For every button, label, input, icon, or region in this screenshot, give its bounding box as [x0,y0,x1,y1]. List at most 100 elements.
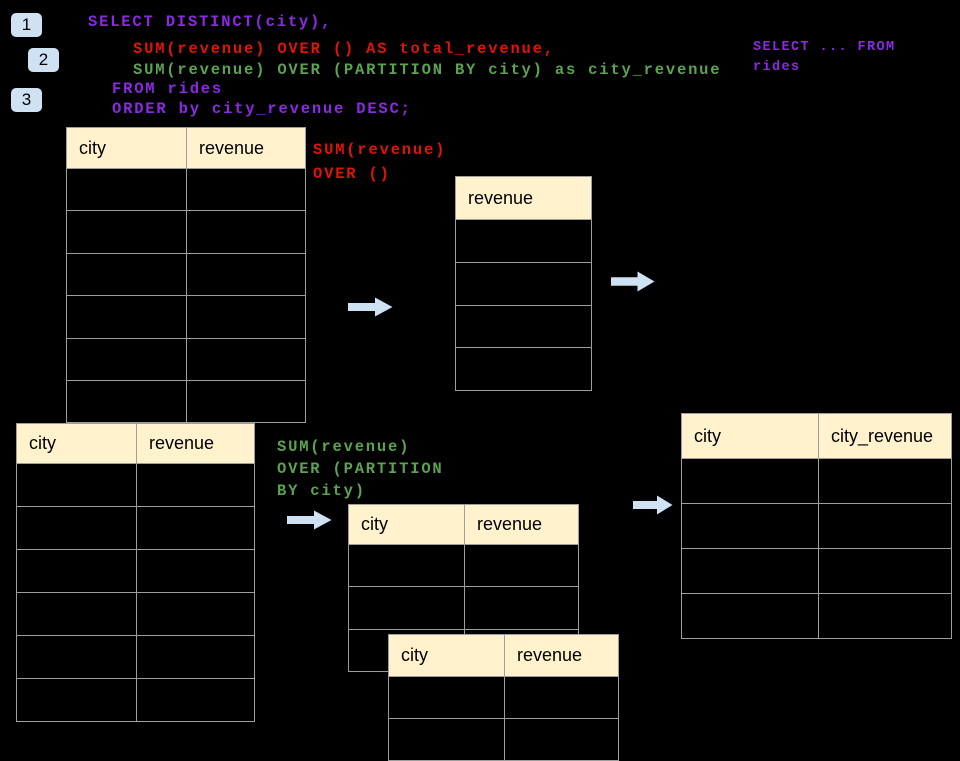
table-source-city-revenue-bottom: city revenue [16,423,255,722]
table-cell [682,459,818,503]
sql-line: ORDER by city_revenue DESC; [112,100,412,118]
table-row [682,458,951,503]
note-sum-over-total: SUM(revenue) OVER () [313,138,446,186]
table-cell [67,169,186,210]
note-line: OVER (PARTITION [277,460,444,478]
table-header-row: city city_revenue [682,414,951,458]
table-cell [349,545,464,586]
table-row [17,549,254,592]
table-cell [349,587,464,628]
note-line: rides [753,60,801,75]
table-cell [682,549,818,593]
table-row [67,252,305,296]
table-cell [186,338,305,380]
table-header-row: city revenue [389,635,618,676]
table-cell [136,593,254,635]
table-cell [818,594,951,638]
table-total-revenue-result: revenue [455,176,592,392]
step-badge-2: 2 [28,48,59,72]
table-cell [186,380,305,423]
step-badge-1: 1 [11,13,42,37]
table-row [682,548,951,593]
arrow-right-icon [611,271,655,292]
table-row [67,210,305,253]
table-cell [456,306,591,348]
table-cell [136,507,254,549]
table-cell [17,636,136,678]
table-row [349,544,578,587]
table-cell [464,545,578,587]
note-line: SUM(revenue) [277,438,411,456]
column-header: city_revenue [818,414,951,458]
table-cell [17,507,136,549]
table-row [67,295,305,338]
table-cell [17,550,136,592]
table-cell [186,211,305,253]
note-line: BY city) [277,482,366,500]
side-note-select-from-rides: SELECT ... FROM rides [753,38,896,78]
table-cell [456,348,591,390]
note-line: SELECT ... FROM [753,40,896,55]
table-header-row: revenue [456,177,591,219]
note-sum-over-partition: SUM(revenue) OVER (PARTITION BY city) [277,436,444,502]
column-header: revenue [186,128,305,168]
table-row [456,347,591,390]
table-cell [17,593,136,635]
table-cell [67,211,186,252]
table-row [67,379,305,423]
column-header: revenue [504,635,618,676]
column-header: city [29,433,56,453]
table-cell [67,339,186,380]
table-cell [464,587,578,629]
column-header: revenue [464,505,578,544]
note-line: OVER () [313,165,391,183]
table-row [456,219,591,262]
column-header: revenue [136,424,254,463]
table-cell [504,719,618,760]
column-header: city [694,425,721,446]
table-cell [389,677,504,718]
table-row [682,593,951,638]
table-header-row: city revenue [349,505,578,544]
table-partition-group-2: city revenue [388,634,619,761]
column-header: city [401,645,428,665]
table-cell [456,263,591,305]
table-row [67,168,305,211]
table-cell [67,254,186,295]
table-row [389,676,618,718]
table-city-revenue-result: city city_revenue [681,413,952,639]
table-cell [818,459,951,503]
table-row [389,718,618,760]
table-row [17,592,254,635]
column-header: city [361,514,388,534]
table-cell [186,253,305,296]
table-cell [17,679,136,721]
table-cell [682,504,818,548]
table-cell [456,220,591,262]
table-cell [818,504,951,548]
table-row [456,261,591,305]
table-cell [389,719,504,760]
table-row [682,503,951,548]
column-header: revenue [468,187,534,208]
table-row [17,678,254,721]
table-cell [682,594,818,638]
table-row [17,463,254,506]
table-cell [136,550,254,592]
table-cell [136,636,254,678]
table-cell [504,677,618,718]
table-cell [136,464,254,506]
arrow-right-icon [348,297,393,317]
arrow-right-icon [633,495,673,515]
table-row [67,337,305,380]
table-cell [67,381,186,422]
note-line: SUM(revenue) [313,141,447,159]
table-cell [186,169,305,211]
table-cell [818,549,951,593]
table-header-row: city revenue [17,424,254,463]
table-cell [186,296,305,338]
table-cell [17,464,136,506]
sql-line: SUM(revenue) OVER (PARTITION BY city) as… [133,61,722,79]
